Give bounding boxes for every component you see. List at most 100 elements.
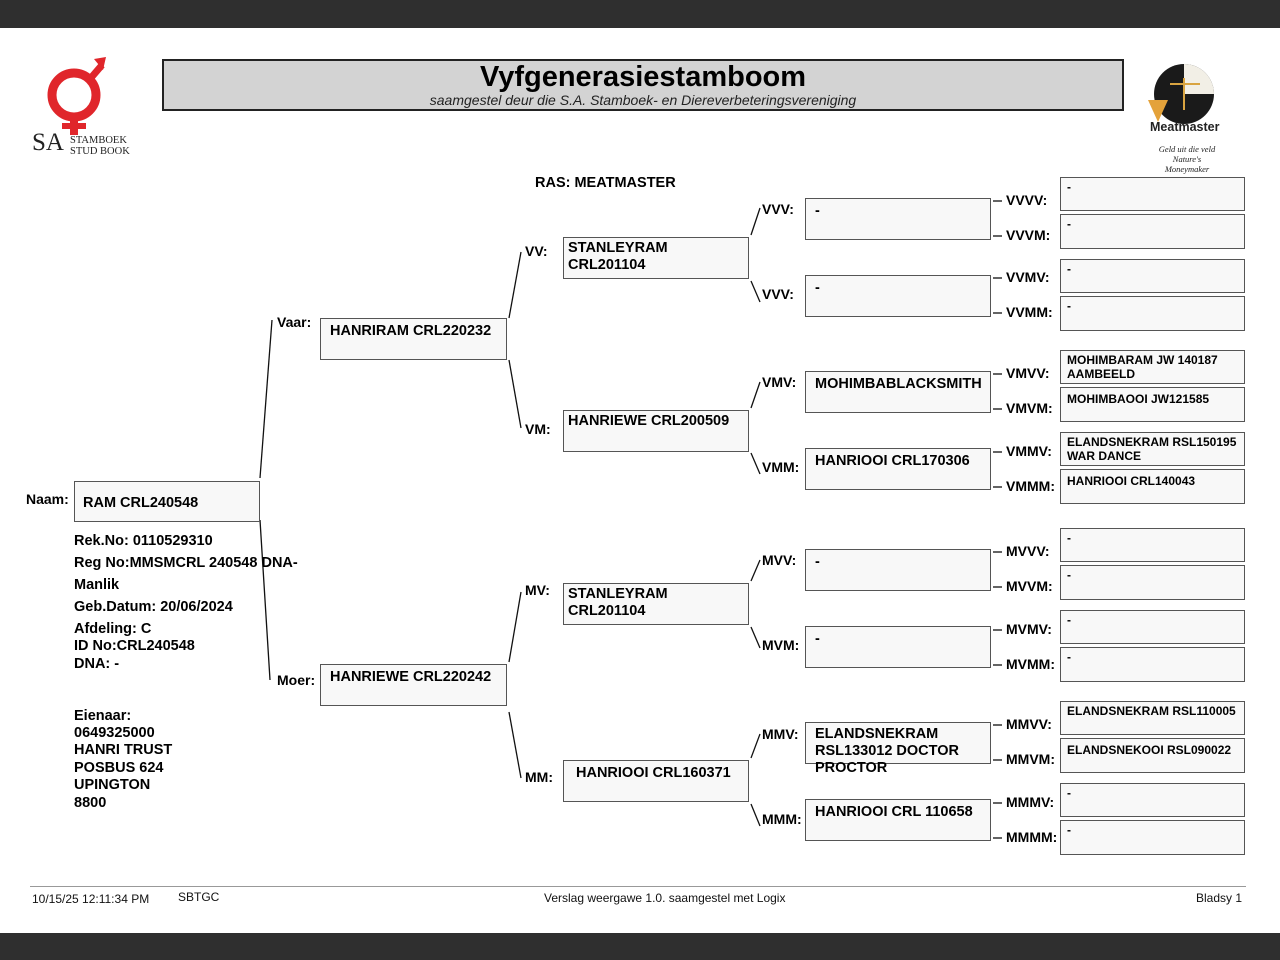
mvvv-box[interactable]: - [1060,528,1245,562]
mmmv-box[interactable]: - [1060,783,1245,817]
vmv-label: VMV: [762,374,797,390]
vm-name: HANRIEWE CRL200509 [568,413,730,429]
vmmm-name: HANRIOOI CRL140043 [1067,474,1196,488]
vmv-box[interactable]: MOHIMBABLACKSMITH [805,371,991,413]
vvm-name: - [815,280,820,296]
mmv-name: ELANDSNEKRAM RSL133012 DOCTOR PROCTOR [815,726,959,776]
rek-no: Rek.No: 0110529310 [74,533,213,549]
mvmm-label: MVMM: [1006,656,1055,672]
name-label: Naam: [26,491,69,507]
mm-box[interactable]: HANRIOOI CRL160371 [563,760,749,802]
dam-box[interactable]: HANRIEWE CRL220242 [320,664,507,706]
vmvm-label: VMVM: [1006,400,1053,416]
mvmv-name: - [1067,613,1071,627]
birth-date: Geb.Datum: 20/06/2024 [74,599,233,615]
vmvm-name: MOHIMBAOOI JW121585 [1067,392,1210,406]
mmmm-box[interactable]: - [1060,820,1245,855]
mv-box[interactable]: STANLEYRAM CRL201104 [563,583,749,625]
owner-name: HANRI TRUST [74,742,173,758]
vvmm-box[interactable]: - [1060,296,1245,331]
vvv-box[interactable]: - [805,198,991,240]
vmvv-box[interactable]: MOHIMBARAM JW 140187 AAMBEELD [1060,350,1245,384]
footer-code: SBTGC [178,890,220,904]
mvv-box[interactable]: - [805,549,991,591]
footer-divider [30,886,1246,887]
mmmv-label: MMMV: [1006,794,1055,810]
mmm-box[interactable]: HANRIOOI CRL 110658 [805,799,991,841]
vvvm-name: - [1067,217,1071,231]
vmmv-box[interactable]: ELANDSNEKRAM RSL150195 WAR DANCE [1060,432,1245,466]
logo-brand-text: Meatmaster [1150,120,1220,134]
mm-name: HANRIOOI CRL160371 [576,765,731,781]
vvvm-label: VVVM: [1006,227,1051,243]
mmm-label: MMM: [762,811,802,827]
vv-label: VV: [525,243,548,259]
mvm-label: MVM: [762,637,800,653]
vmm-label: VMM: [762,459,800,475]
vmmv-label: VMMV: [1006,443,1052,459]
top-bar [0,0,1280,28]
mmvm-box[interactable]: ELANDSNEKOOI RSL090022 [1060,738,1245,773]
vvmm-label: VVMM: [1006,304,1053,320]
vv-name: STANLEYRAM CRL201104 [568,240,668,273]
mmvv-box[interactable]: ELANDSNEKRAM RSL110005 [1060,701,1245,735]
vvm-label: VVV: [762,286,794,302]
footer-page-number: Bladsy 1 [1196,891,1243,905]
sa-studbook-logo: SA STAMBOEK STUD BOOK [30,55,140,160]
sire-name: HANRIRAM CRL220232 [330,323,492,339]
vv-box[interactable]: STANLEYRAM CRL201104 [563,237,749,279]
meatmaster-logo: Meatmaster Geld uit die veld Nature's Mo… [1140,60,1220,174]
mmmm-label: MMMM: [1006,829,1058,845]
logo-sa-text: SA [32,129,64,156]
mvvm-box[interactable]: - [1060,565,1245,600]
vm-label: VM: [525,421,551,437]
id-no: ID No:CRL240548 [74,638,195,654]
vvvv-name: - [1067,180,1071,194]
vvm-box[interactable]: - [805,275,991,317]
title-box: Vyfgenerasiestamboom saamgestel deur die… [162,59,1124,111]
mmvm-label: MMVM: [1006,751,1055,767]
subject-animal-box[interactable]: RAM CRL240548 [74,481,260,522]
vvvv-box[interactable]: - [1060,177,1245,211]
mvv-name: - [815,554,820,570]
sex: Manlik [74,577,120,593]
moer-label: Moer: [277,672,316,688]
vvmv-name: - [1067,262,1071,276]
vvmv-box[interactable]: - [1060,259,1245,293]
mvm-box[interactable]: - [805,626,991,668]
mmv-label: MMV: [762,726,799,742]
mm-label: MM: [525,769,553,785]
vvv-label: VVV: [762,201,794,217]
vmv-name: MOHIMBABLACKSMITH [815,376,982,392]
vmmv-name: ELANDSNEKRAM RSL150195 WAR DANCE [1067,435,1237,463]
logo-line1: STAMBOEK [70,135,127,146]
vaar-label: Vaar: [277,314,312,330]
owner-phone: 0649325000 [74,725,155,741]
logo-tagline-line2: Nature's Moneymaker [1164,154,1210,174]
vmvm-box[interactable]: MOHIMBAOOI JW121585 [1060,387,1245,422]
vmmm-box[interactable]: HANRIOOI CRL140043 [1060,469,1245,504]
mvvm-label: MVVM: [1006,578,1053,594]
vm-box[interactable]: HANRIEWE CRL200509 [563,410,749,452]
mmm-name: HANRIOOI CRL 110658 [815,804,973,820]
owner-address: POSBUS 624 [74,760,164,776]
vmvv-name: MOHIMBARAM JW 140187 AAMBEELD [1067,353,1218,381]
sa-studbook-emblem-icon [47,57,106,135]
dam-name: HANRIEWE CRL220242 [330,669,492,685]
vvmm-name: - [1067,299,1071,313]
vmvv-label: VMVV: [1006,365,1050,381]
logo-line2: STUD BOOK [70,146,130,157]
vmm-box[interactable]: HANRIOOI CRL170306 [805,448,991,490]
section: Afdeling: C [74,621,152,637]
mvmm-box[interactable]: - [1060,647,1245,682]
vvvv-label: VVVV: [1006,192,1048,208]
mvvv-name: - [1067,531,1071,545]
logo-tagline: Geld uit die veld Nature's Moneymaker [1152,144,1222,174]
mv-label: MV: [525,582,550,598]
mmv-box[interactable]: ELANDSNEKRAM RSL133012 DOCTOR PROCTOR [805,722,991,776]
mvmv-box[interactable]: - [1060,610,1245,644]
vvvm-box[interactable]: - [1060,214,1245,249]
mmmv-name: - [1067,786,1071,800]
sire-box[interactable]: HANRIRAM CRL220232 [320,318,507,360]
